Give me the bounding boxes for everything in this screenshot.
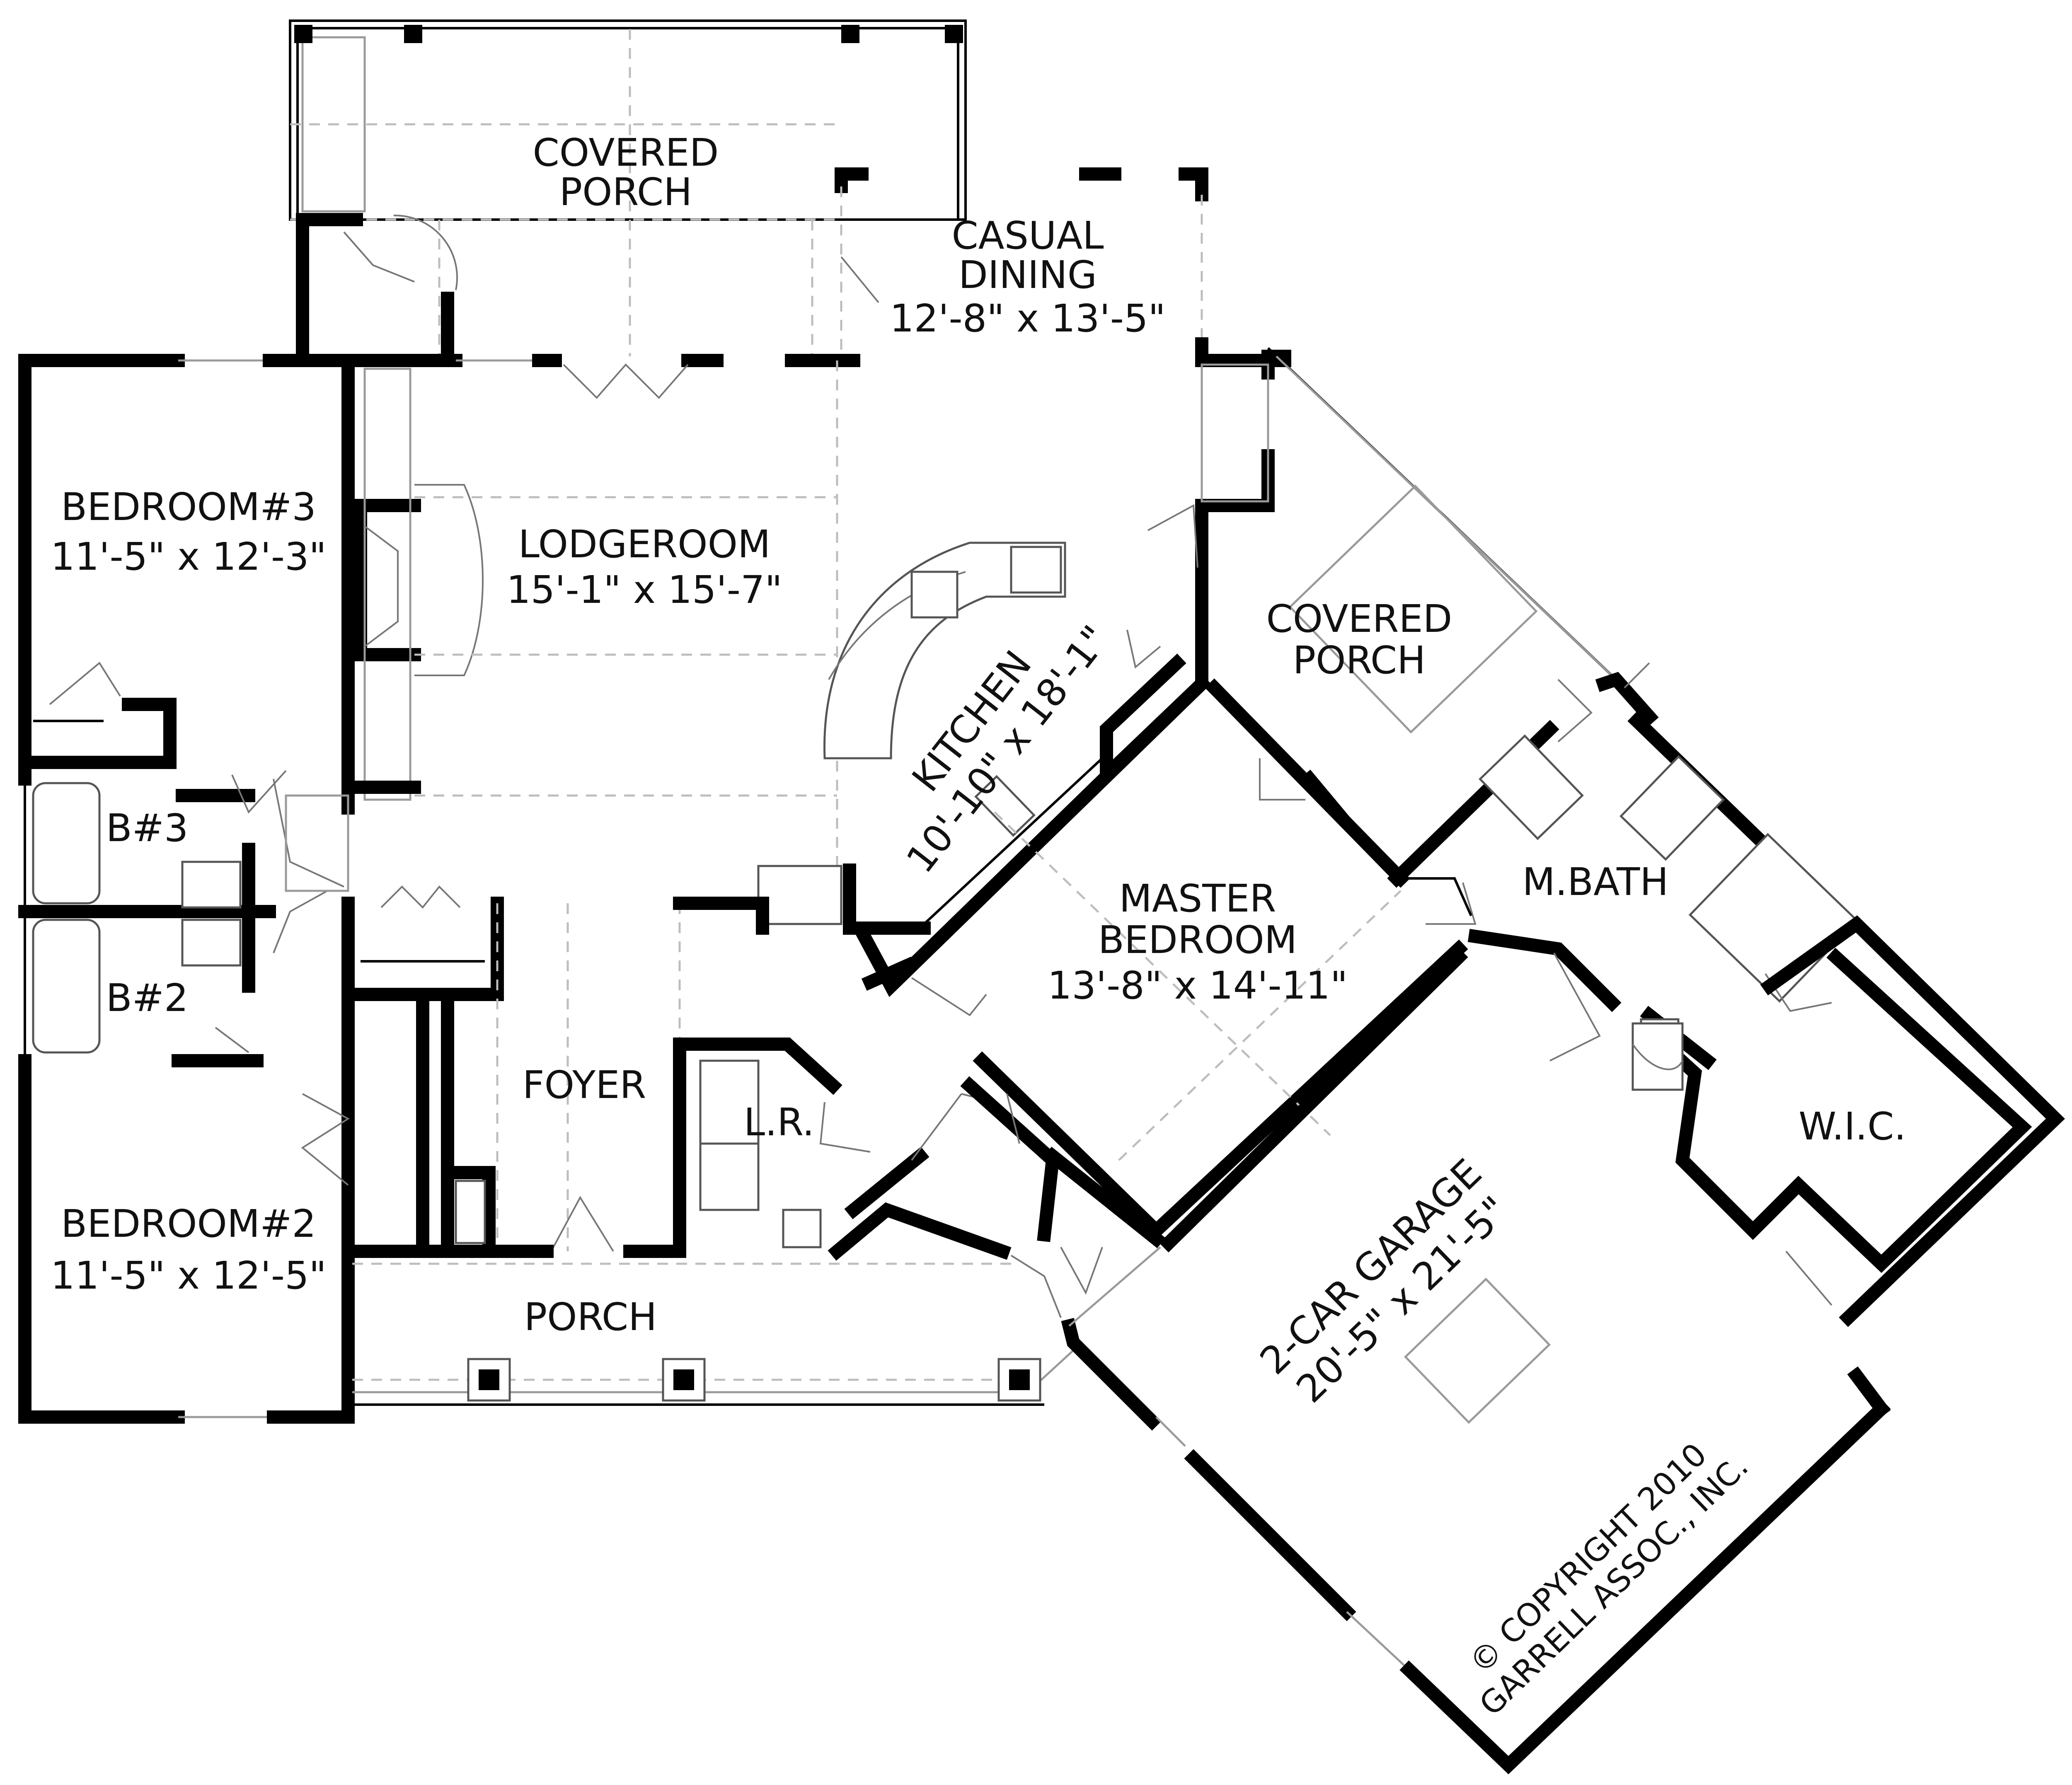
copyright-line2: GARRELL ASSOC., INC. — [1472, 1448, 1755, 1723]
copyright-line1: © COPYRIGHT 2010 — [1462, 1436, 1714, 1681]
label-foyer: FOYER — [523, 1063, 646, 1107]
label-porch-front: PORCH — [524, 1295, 657, 1339]
wic-walls — [1549, 915, 2065, 1327]
kitchen-walls — [757, 573, 1211, 997]
label-casual-dining-1: CASUAL — [951, 213, 1104, 258]
label-bath2: B#2 — [106, 976, 189, 1020]
bedroom2-walls — [18, 905, 355, 1424]
laundry-room-walls — [673, 897, 1166, 1261]
label-bedroom2: BEDROOM#2 — [61, 1202, 316, 1246]
kitchen-island — [823, 542, 1066, 759]
rear-wall — [18, 337, 1291, 786]
label-laundry: L.R. — [744, 1100, 814, 1144]
label-master-bedroom-2: BEDROOM — [1098, 918, 1297, 962]
label-covered-porch-rear-1: COVERED — [533, 131, 719, 175]
label-master-bedroom-size: 13'-8" x 14'-11" — [1048, 963, 1348, 1008]
label-bath3: B#3 — [106, 806, 189, 850]
room-labels: COVERED PORCH CASUAL DINING 12'-8" x 13'… — [51, 131, 1906, 1723]
label-bedroom2-size: 11'-5" x 12'-5" — [51, 1253, 327, 1298]
lodgeroom-grid — [414, 360, 838, 903]
garage-walls — [1061, 948, 1891, 1775]
label-lodgeroom-size: 15'-1" x 15'-7" — [506, 568, 782, 612]
label-covered-porch-rear-2: PORCH — [559, 170, 692, 214]
label-master-bedroom-1: MASTER — [1119, 876, 1276, 921]
label-bedroom3: BEDROOM#3 — [61, 485, 316, 529]
rear-covered-porch — [289, 19, 967, 356]
front-porch — [352, 1247, 1103, 1406]
baths-block — [18, 770, 349, 1067]
label-covered-porch-side-2: PORCH — [1293, 638, 1426, 682]
hall-closet — [341, 885, 504, 1001]
casual-dining-walls — [835, 167, 1208, 356]
label-casual-dining-2: DINING — [959, 253, 1097, 297]
rear-fireplace — [296, 213, 458, 363]
bedroom3-walls — [27, 354, 355, 815]
master-bedroom-walls — [861, 811, 1472, 1240]
side-covered-porch — [1147, 347, 1617, 888]
label-casual-dining-size: 12'-8" x 13'-5" — [890, 296, 1166, 341]
label-wic: W.I.C. — [1798, 1104, 1906, 1149]
lodgeroom-fireplace — [354, 368, 484, 801]
label-lodgeroom: LODGEROOM — [518, 522, 771, 566]
label-master-bath: M.BATH — [1523, 860, 1669, 904]
label-covered-porch-side-1: COVERED — [1266, 597, 1452, 641]
label-bedroom3-size: 11'-5" x 12'-3" — [51, 535, 327, 579]
